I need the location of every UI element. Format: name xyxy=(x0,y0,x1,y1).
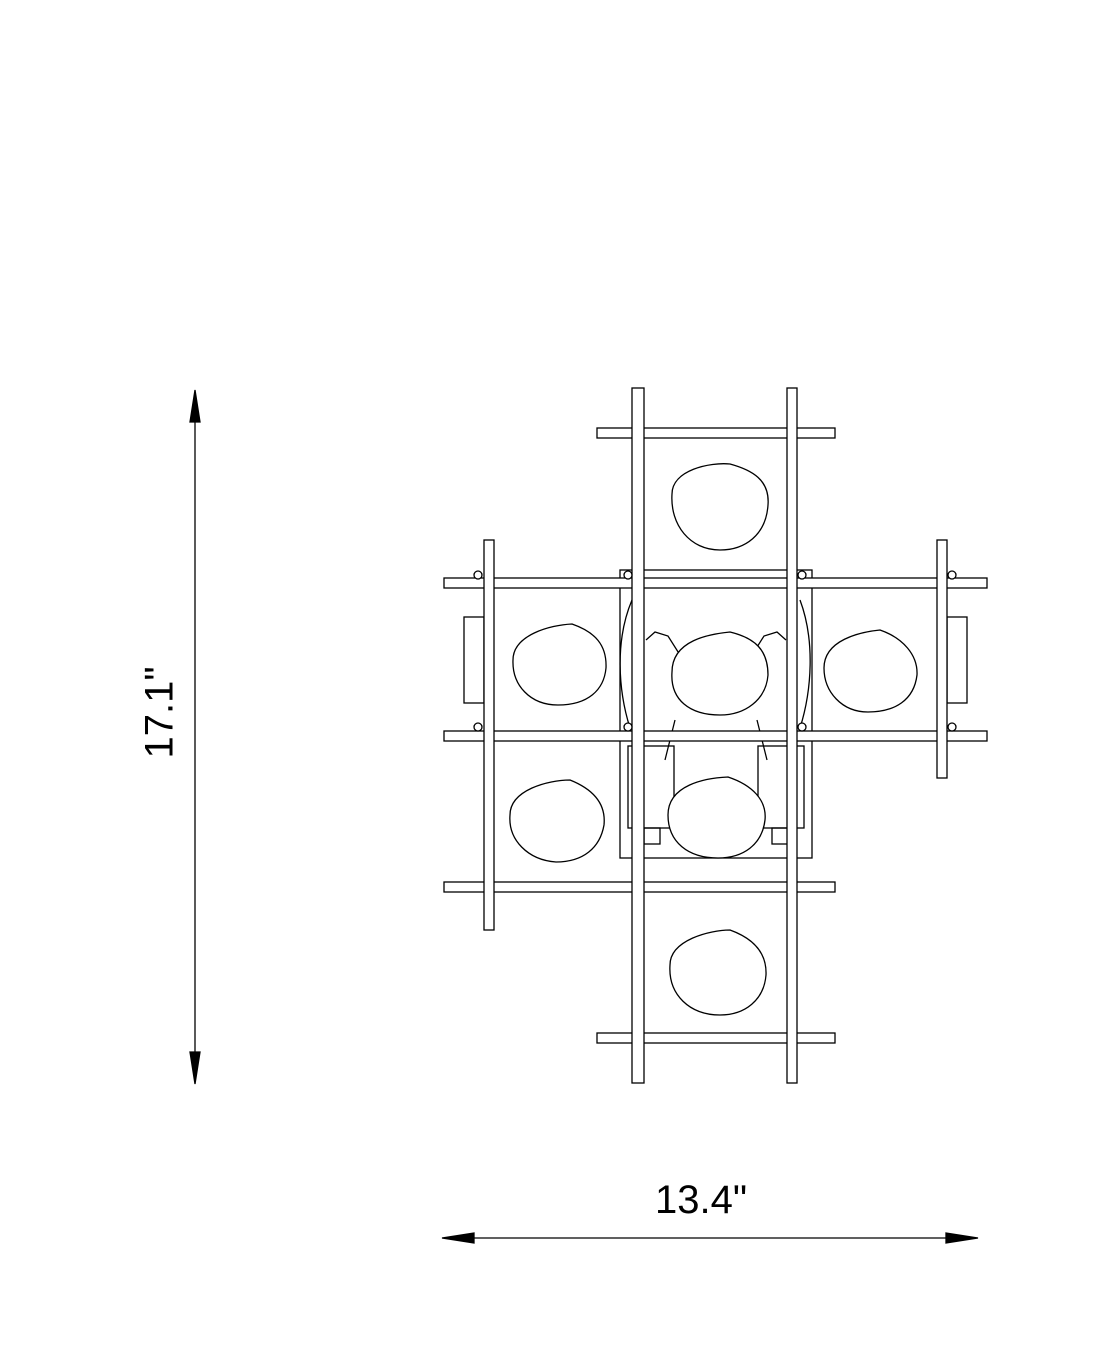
mounting-screws xyxy=(473,570,957,732)
side-bracket-right xyxy=(946,616,968,704)
glass-shades xyxy=(509,463,918,1016)
height-dimension-label: 17.1" xyxy=(137,666,182,759)
side-bracket-left xyxy=(463,616,485,704)
vertical-bars xyxy=(483,387,948,1084)
width-dimension-label: 13.4" xyxy=(655,1178,748,1222)
width-dimension-line xyxy=(441,1232,979,1244)
height-dimension-line xyxy=(189,389,201,1085)
